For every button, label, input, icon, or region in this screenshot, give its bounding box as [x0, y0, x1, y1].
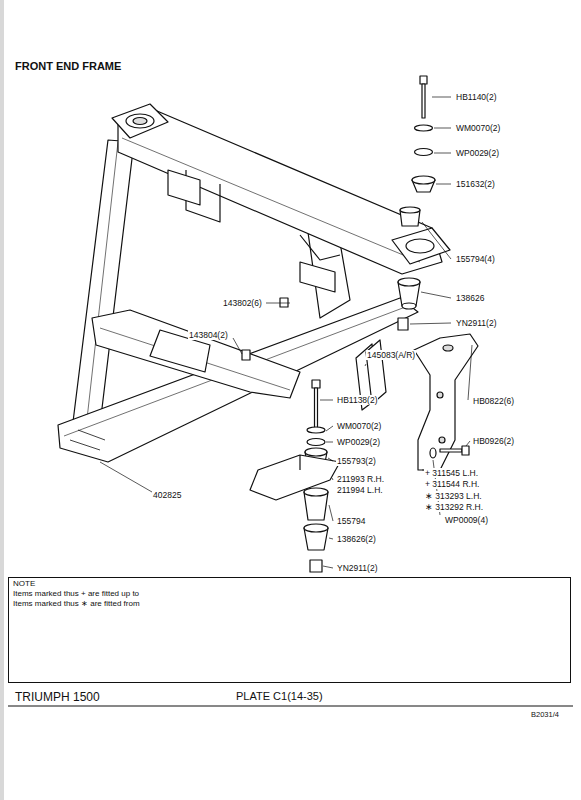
part-number: 402825 [152, 490, 182, 500]
note-box: NOTEItems marked thus + are fitted up to… [8, 577, 571, 683]
part-number: 211993 R.H. [336, 474, 385, 484]
note-heading: NOTE [13, 579, 570, 589]
part-number: 143802(6) [222, 298, 263, 308]
note-text: Items marked thus + are fitted up to [13, 589, 570, 599]
footer-text: PLATE C1(14-35) [235, 690, 324, 703]
part-number: YN2911(2) [455, 318, 497, 328]
part-number: ∗ 313292 R.H. [424, 502, 484, 512]
part-number: 155793(2) [336, 456, 377, 466]
part-number: HB1138(2) [336, 395, 378, 405]
part-number: WP0029(2) [336, 437, 381, 447]
part-number: YN2911(2) [336, 563, 378, 573]
part-number: WP0029(2) [455, 148, 500, 158]
part-number: ∗ 313293 L.H. [424, 491, 483, 501]
part-number: 155794(4) [455, 254, 496, 264]
part-number: HB0822(6) [472, 396, 515, 406]
page-title: FRONT END FRAME [14, 60, 122, 73]
part-number: 151632(2) [455, 179, 496, 189]
footer-text: TRIUMPH 1500 [14, 690, 101, 704]
note-text: Items marked thus ∗ are fitted from [13, 599, 570, 609]
part-number: + 311544 R.H. [424, 479, 480, 489]
part-number: 138626 [455, 293, 485, 303]
part-number: WM0070(2) [336, 421, 382, 431]
part-number: 211994 L.H. [336, 485, 384, 495]
part-number: + 311545 L.H. [424, 468, 479, 478]
part-number: HB1140(2) [455, 92, 497, 102]
part-number: 143804(2) [188, 330, 229, 340]
footer-text: B2031/4 [530, 710, 560, 720]
part-number: HB0926(2) [472, 436, 515, 446]
part-number: WP0009(4) [444, 515, 489, 525]
part-number: 155794 [336, 516, 366, 526]
part-number: 138626(2) [336, 534, 377, 544]
part-number: 145083(A/R) [366, 350, 416, 360]
part-number: WM0070(2) [455, 123, 501, 133]
